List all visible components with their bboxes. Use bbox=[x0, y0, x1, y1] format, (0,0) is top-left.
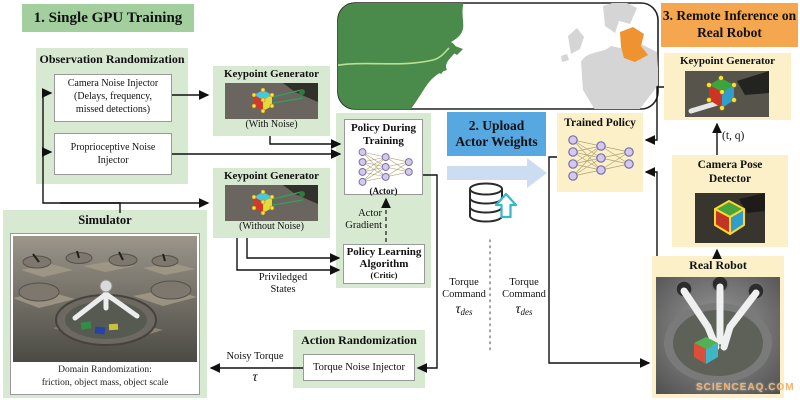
proprioceptive-noise-injector-box: Proprioceptive Noise Injector bbox=[54, 133, 172, 175]
keypoint-generator-without-noise-title: Keypoint Generator bbox=[223, 170, 319, 182]
database-upload-icon bbox=[469, 182, 518, 223]
simulator-image bbox=[13, 236, 197, 362]
policy-during-training-box: Policy During Training (Actor) bbox=[344, 119, 423, 197]
section2-title: 2. Upload Actor Weights bbox=[447, 112, 546, 156]
camera-pose-detector-box: Camera Pose Detector bbox=[672, 155, 788, 247]
simulator-photo-frame: Domain Randomization: friction, object m… bbox=[10, 233, 200, 395]
action-randomization-title: Action Randomization bbox=[301, 333, 417, 347]
torque-command-left-text: Torque Command bbox=[442, 277, 486, 301]
real-robot-box: Real Robot SCIENCEAQ.COM bbox=[652, 256, 794, 398]
simulator-title: Simulator bbox=[78, 213, 132, 227]
policy-learning-algorithm-box: Policy Learning Algorithm (Critic) bbox=[343, 244, 425, 284]
keypoint-cube-image bbox=[685, 71, 769, 117]
camera-noise-injector-box: Camera Noise Injector (Delays, frequency… bbox=[54, 74, 172, 122]
section1-title: 1. Single GPU Training bbox=[22, 4, 194, 32]
inference-keypoint-generator-title: Keypoint Generator bbox=[679, 55, 775, 67]
actor-gradient-label: Actor Gradient bbox=[345, 208, 382, 232]
actor-network-image bbox=[358, 148, 413, 187]
keypoint-generator-without-noise-caption: (Without Noise) bbox=[239, 221, 304, 232]
world-map-image bbox=[337, 2, 659, 110]
torque-command-right-text: Torque Command bbox=[502, 277, 546, 301]
keypoint-generator-without-noise-box: Keypoint Generator (Without Noise) bbox=[213, 168, 330, 238]
torque-command-left: Torque Command τdes bbox=[442, 277, 486, 317]
keypoint-cube-image bbox=[225, 83, 318, 119]
inference-keypoint-generator-box: Keypoint Generator bbox=[664, 53, 791, 120]
policy-learning-algorithm-title: Policy Learning Algorithm bbox=[346, 246, 422, 271]
real-robot-image bbox=[656, 277, 780, 394]
keypoint-generator-with-noise-caption: (With Noise) bbox=[245, 119, 298, 130]
policy-during-training-title: Policy During Training bbox=[350, 122, 417, 147]
noisy-torque-symbol: τ bbox=[252, 370, 258, 385]
trained-policy-title: Trained Policy bbox=[564, 117, 636, 129]
trained-network-image bbox=[568, 135, 634, 181]
trained-policy-box: Trained Policy bbox=[557, 113, 643, 192]
keypoint-cube-image bbox=[225, 185, 318, 221]
camera-pose-detector-title: Camera Pose Detector bbox=[697, 159, 763, 185]
priviledged-states-label: Priviledged States bbox=[258, 272, 308, 296]
upload-arrow-icon bbox=[447, 158, 547, 188]
section3-title: 3. Remote Inference on Real Robot bbox=[661, 3, 798, 47]
watermark: SCIENCEAQ.COM bbox=[696, 382, 795, 393]
t-q-label: (t, q) bbox=[722, 130, 745, 142]
keypoint-generator-with-noise-title: Keypoint Generator bbox=[223, 68, 319, 80]
tau-des-left: τ bbox=[455, 301, 461, 317]
torque-noise-injector-box: Torque Noise Injector bbox=[303, 354, 415, 381]
pose-cube-image bbox=[695, 193, 765, 243]
tau-des-right: τ bbox=[515, 301, 521, 317]
real-robot-title: Real Robot bbox=[689, 258, 747, 272]
observation-randomization-title: Observation Randomization bbox=[39, 52, 185, 66]
noisy-torque-label: Noisy Torque bbox=[226, 351, 284, 362]
keypoint-generator-with-noise-box: Keypoint Generator (With Noise) bbox=[213, 66, 330, 136]
simulator-caption: Domain Randomization: friction, object m… bbox=[41, 365, 169, 388]
simulator-box: Simulator bbox=[3, 210, 207, 398]
torque-command-right: Torque Command τdes bbox=[502, 277, 546, 317]
critic-label: (Critic) bbox=[370, 270, 398, 281]
actor-label: (Actor) bbox=[369, 186, 398, 197]
